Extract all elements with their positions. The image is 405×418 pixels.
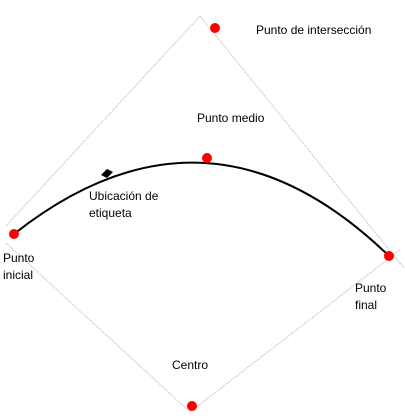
midpoint-point: [202, 153, 212, 163]
intersection-label: Punto de intersección: [256, 23, 372, 37]
label-location-line-2: etiqueta: [89, 206, 132, 220]
end-point: [384, 251, 394, 261]
start-point: [9, 229, 19, 239]
guide-lines: [5, 15, 405, 413]
label-location-marker: [101, 169, 113, 178]
midpoint-label: Punto medio: [197, 111, 265, 125]
center-point: [187, 401, 197, 411]
start-point-line-2: inicial: [3, 268, 34, 282]
end-point-line-1: Punto: [355, 281, 387, 295]
label-location-line-1: Ubicación de: [89, 189, 159, 203]
start-point-line-1: Punto: [3, 251, 35, 265]
radius-line-end: [189, 249, 401, 413]
end-point-label: Punto final: [355, 280, 386, 314]
tangent-line-start: [5, 15, 201, 227]
label-location-label: Ubicación de etiqueta: [89, 188, 158, 222]
radius-line-start: [5, 242, 191, 413]
center-label: Centro: [172, 358, 209, 372]
tangent-line-end: [199, 15, 405, 269]
intersection-point: [210, 23, 220, 33]
arc-curve: [13, 161, 390, 257]
end-point-line-2: final: [355, 298, 378, 312]
start-point-label: Punto inicial: [3, 250, 34, 284]
